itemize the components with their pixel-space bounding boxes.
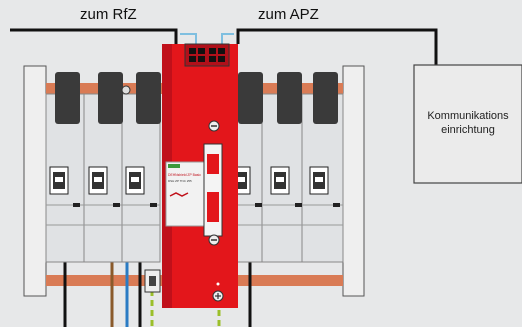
connector-pin xyxy=(198,56,205,62)
communication-device-line2: einrichtung xyxy=(441,124,495,136)
connector-pin xyxy=(209,56,216,62)
terminal-block xyxy=(98,72,123,124)
status-led xyxy=(168,164,180,168)
indicator-mark xyxy=(73,203,80,207)
connector-pin xyxy=(218,48,225,54)
brand-logo-icon xyxy=(169,192,189,197)
terminal-block xyxy=(136,72,161,124)
connector-pin xyxy=(189,56,196,62)
communication-device-label: Kommunikations einrichtung xyxy=(414,109,522,137)
cable-to-apz xyxy=(236,28,438,65)
signal-wire-right xyxy=(221,33,234,46)
connector-pin xyxy=(189,48,196,54)
cable-to-rfz xyxy=(10,28,178,44)
terminal-block xyxy=(313,72,338,124)
breaker-switch xyxy=(270,166,290,195)
connector-pin xyxy=(218,56,225,62)
bottom-wires xyxy=(63,262,252,327)
left-end-bracket xyxy=(23,65,47,297)
indicator-mark xyxy=(333,203,340,207)
indicator-mark xyxy=(113,203,120,207)
breaker-switch xyxy=(125,166,145,195)
surge-protection-module: DEHNshield ZP Basic DSH ZP TNC 255 xyxy=(162,43,238,308)
breaker-switches xyxy=(49,166,340,207)
top-connector xyxy=(184,43,230,67)
screw-icon xyxy=(121,85,131,95)
terminal-block xyxy=(277,72,302,124)
terminal-block xyxy=(55,72,80,124)
right-end-bracket xyxy=(342,65,365,297)
module-label-sub: DSH ZP TNC 255 xyxy=(168,179,192,183)
terminal-block xyxy=(238,72,263,124)
communication-cables xyxy=(10,28,438,65)
communication-device-line1: Kommunikations xyxy=(427,110,509,122)
indicator-mark xyxy=(150,203,157,207)
breaker-switch xyxy=(88,166,108,195)
connector-pin xyxy=(198,48,205,54)
indicator-mark xyxy=(295,203,302,207)
communication-device-box xyxy=(413,64,522,184)
label-to-apz: zum APZ xyxy=(258,6,319,23)
label-to-rfz: zum RfZ xyxy=(80,6,137,23)
breaker-switch xyxy=(49,166,69,195)
breakers-left xyxy=(45,72,161,263)
indicator-mark xyxy=(255,203,262,207)
module-label-title: DEHNshield ZP Basic xyxy=(168,173,201,177)
signal-wire-left xyxy=(180,33,197,46)
breaker-switch xyxy=(309,166,329,195)
connector-pin xyxy=(209,48,216,54)
ground-clamp xyxy=(144,269,161,293)
